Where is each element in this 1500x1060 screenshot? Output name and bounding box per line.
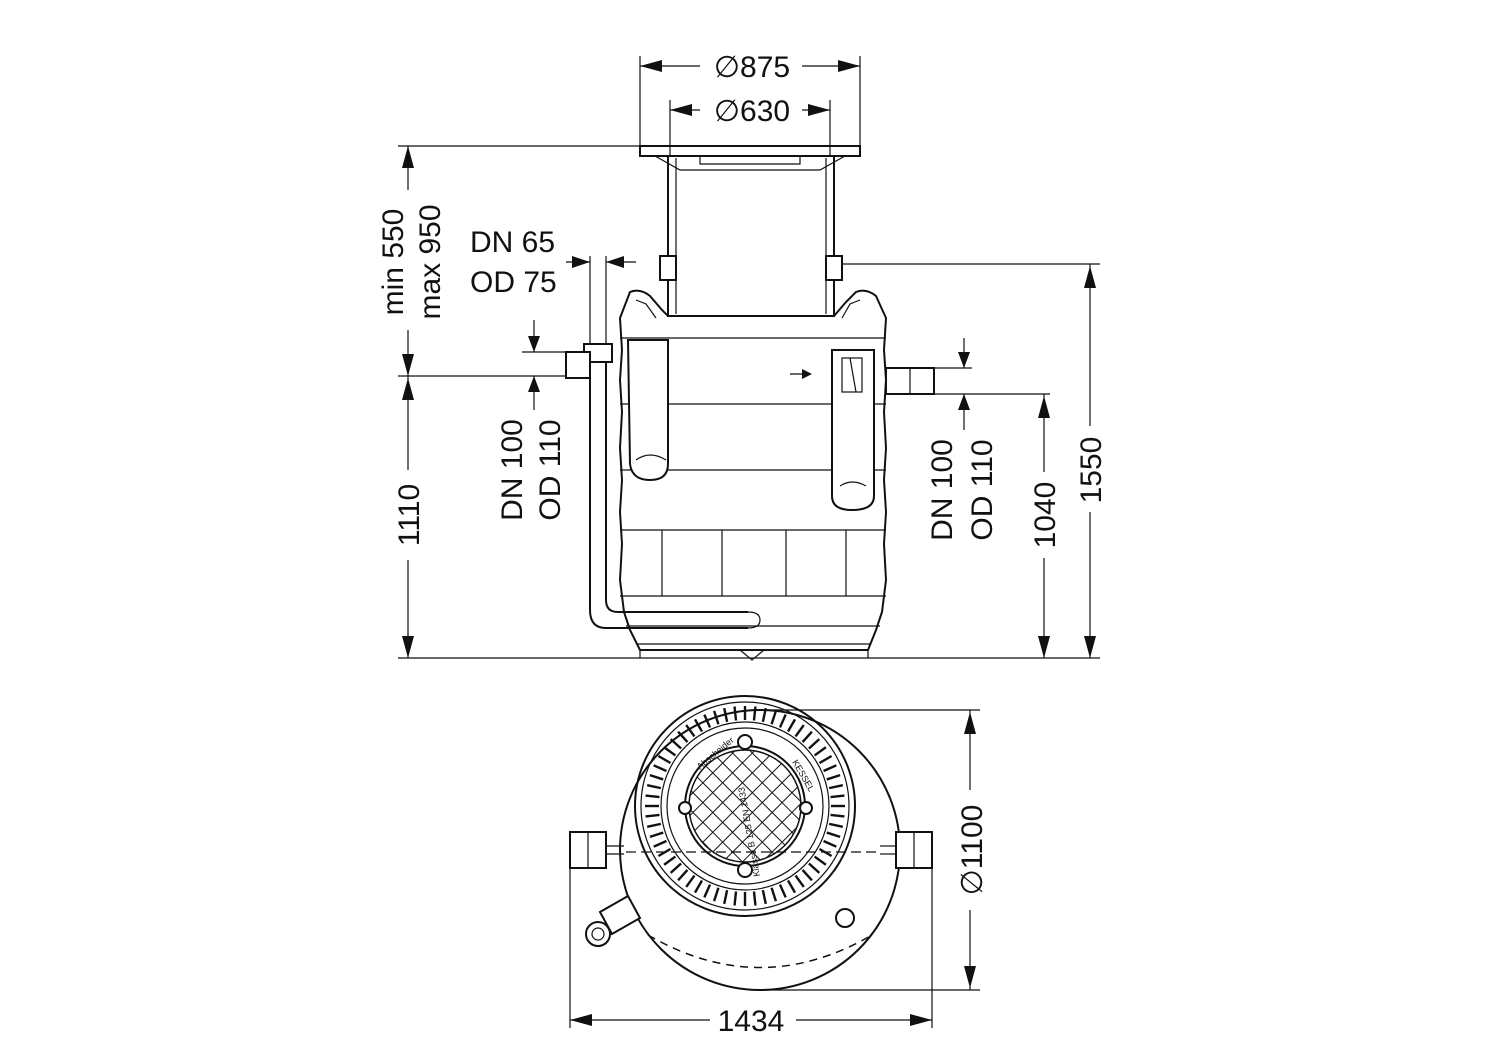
cover-slot [646,784,662,790]
side-view [565,145,935,661]
cover-slot [677,730,689,743]
cover-slot [693,879,704,894]
cover-slot [830,813,845,818]
cover-slot [733,706,738,721]
cover-slot [703,884,712,898]
cover-slot [761,889,767,905]
cover-slot [703,714,712,728]
top-vent-stub [585,894,642,947]
cover-slot [653,764,667,773]
cover-slot [813,746,827,757]
cover-slot [752,891,757,906]
cover-slot [826,831,841,839]
cover-slot [794,874,805,888]
cover-slot [669,862,682,874]
cover-slot [646,822,662,828]
cover-slot [801,730,813,743]
cover-slot [723,707,729,723]
cover-slot [801,869,813,882]
cover-slot [663,855,677,866]
dim-tank-diameter: 1100 [956,805,989,870]
diameter-symbol-875: ∅ [714,51,740,84]
extension-shaft [667,155,835,317]
outlet-baffle [626,339,669,482]
cover-slot [685,724,696,738]
dim-inlet-od: OD 110 [966,439,999,540]
vent-pipe [589,360,748,629]
dim-vent-od: OD 75 [470,266,557,299]
svg-text:∅630: ∅630 [714,95,790,128]
cover-slot [693,718,704,733]
cover-slot [813,855,827,866]
cover-slot [826,773,841,781]
cover-frame [639,145,861,157]
cover-slot [653,839,667,848]
cover-slot [830,794,845,799]
top-view: KESSEL Abscheider Klasse B 125 EN 1433 [569,695,933,991]
cover-slot [649,773,664,781]
cover-slot [778,884,787,898]
dim-vent-dn: DN 65 [470,226,555,259]
cover-slot [808,738,821,750]
cover-slot [794,724,805,738]
cover-slot [649,831,664,839]
cover-slot [685,874,696,888]
cover-slot [712,710,720,725]
cover-slot [786,879,797,894]
tank-body [618,289,888,651]
svg-text:∅1100: ∅1100 [956,805,989,896]
cover-slot [770,710,778,725]
dim-inlet-height: 1040 [1029,482,1062,549]
dim-inlet-dn: DN 100 [926,439,959,541]
cover-slot [657,754,672,765]
cover-slot [723,889,729,905]
dim-extension-max: max 950 [414,204,447,319]
cover-slot [823,764,837,773]
dim-outlet-dn: DN 100 [496,419,529,521]
cover-slot [669,738,682,750]
cover-slot [645,794,660,799]
diameter-symbol-1100: ∅ [956,869,989,895]
cover-slot [786,718,797,733]
dim-outlet-height: 1110 [393,484,426,546]
cover-slot [712,887,720,902]
cover-slot [828,822,844,828]
svg-text:∅875: ∅875 [714,51,790,84]
dim-overall-width: 1434 [718,1005,785,1038]
top-view-dimensions: ∅1100 1434 [569,709,990,1038]
cover-slot [828,784,844,790]
cover-slot [818,754,833,765]
outlet-stub [565,351,591,379]
diameter-symbol-630: ∅ [714,95,740,128]
cover-slot [677,869,689,882]
cover-slot [733,891,738,906]
dim-inner-opening-diameter: 630 [740,95,790,128]
cover-ventilation-slots [645,706,845,906]
cover-slot [663,746,677,757]
cover-slot [778,714,787,728]
cover-slot [752,706,757,721]
dim-total-height: 1550 [1075,437,1108,504]
cover-slot [770,887,778,902]
cover-slot [823,839,837,848]
cover-outer-ring [634,695,856,917]
cover-slot [808,862,821,874]
dim-outer-frame-diameter: 875 [740,51,790,84]
cover-slot [645,813,660,818]
side-view-dimensions: ∅875 ∅630 min 550 max 950 DN 65 OD 75 [377,51,1108,659]
dim-outlet-od: OD 110 [534,419,567,520]
dim-extension-min: min 550 [377,209,410,316]
